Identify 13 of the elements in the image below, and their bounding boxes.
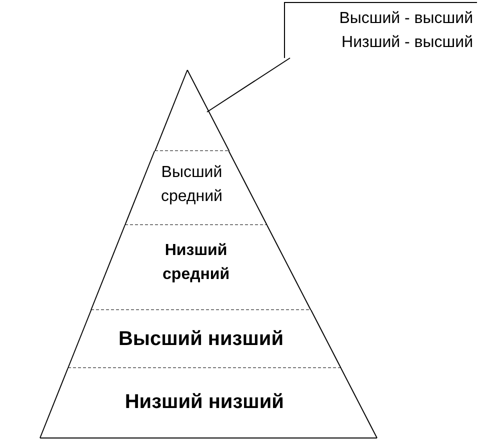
pyramid-tier <box>68 310 341 368</box>
tier-label: Низший средний <box>162 241 231 285</box>
pyramid-tier <box>40 368 377 438</box>
callout-box <box>284 2 477 58</box>
callout-text: Низший - высший <box>340 33 473 53</box>
pyramid-tier <box>125 151 268 225</box>
tier-label: Высший низший <box>117 327 285 352</box>
callout-text: Высший - высший <box>338 9 473 29</box>
tier-label: Низший низший <box>124 390 285 415</box>
leader-line <box>206 58 290 112</box>
tier-label: Высший средний <box>160 163 223 207</box>
pyramid-tier <box>154 70 229 151</box>
pyramid-tier <box>91 225 311 310</box>
